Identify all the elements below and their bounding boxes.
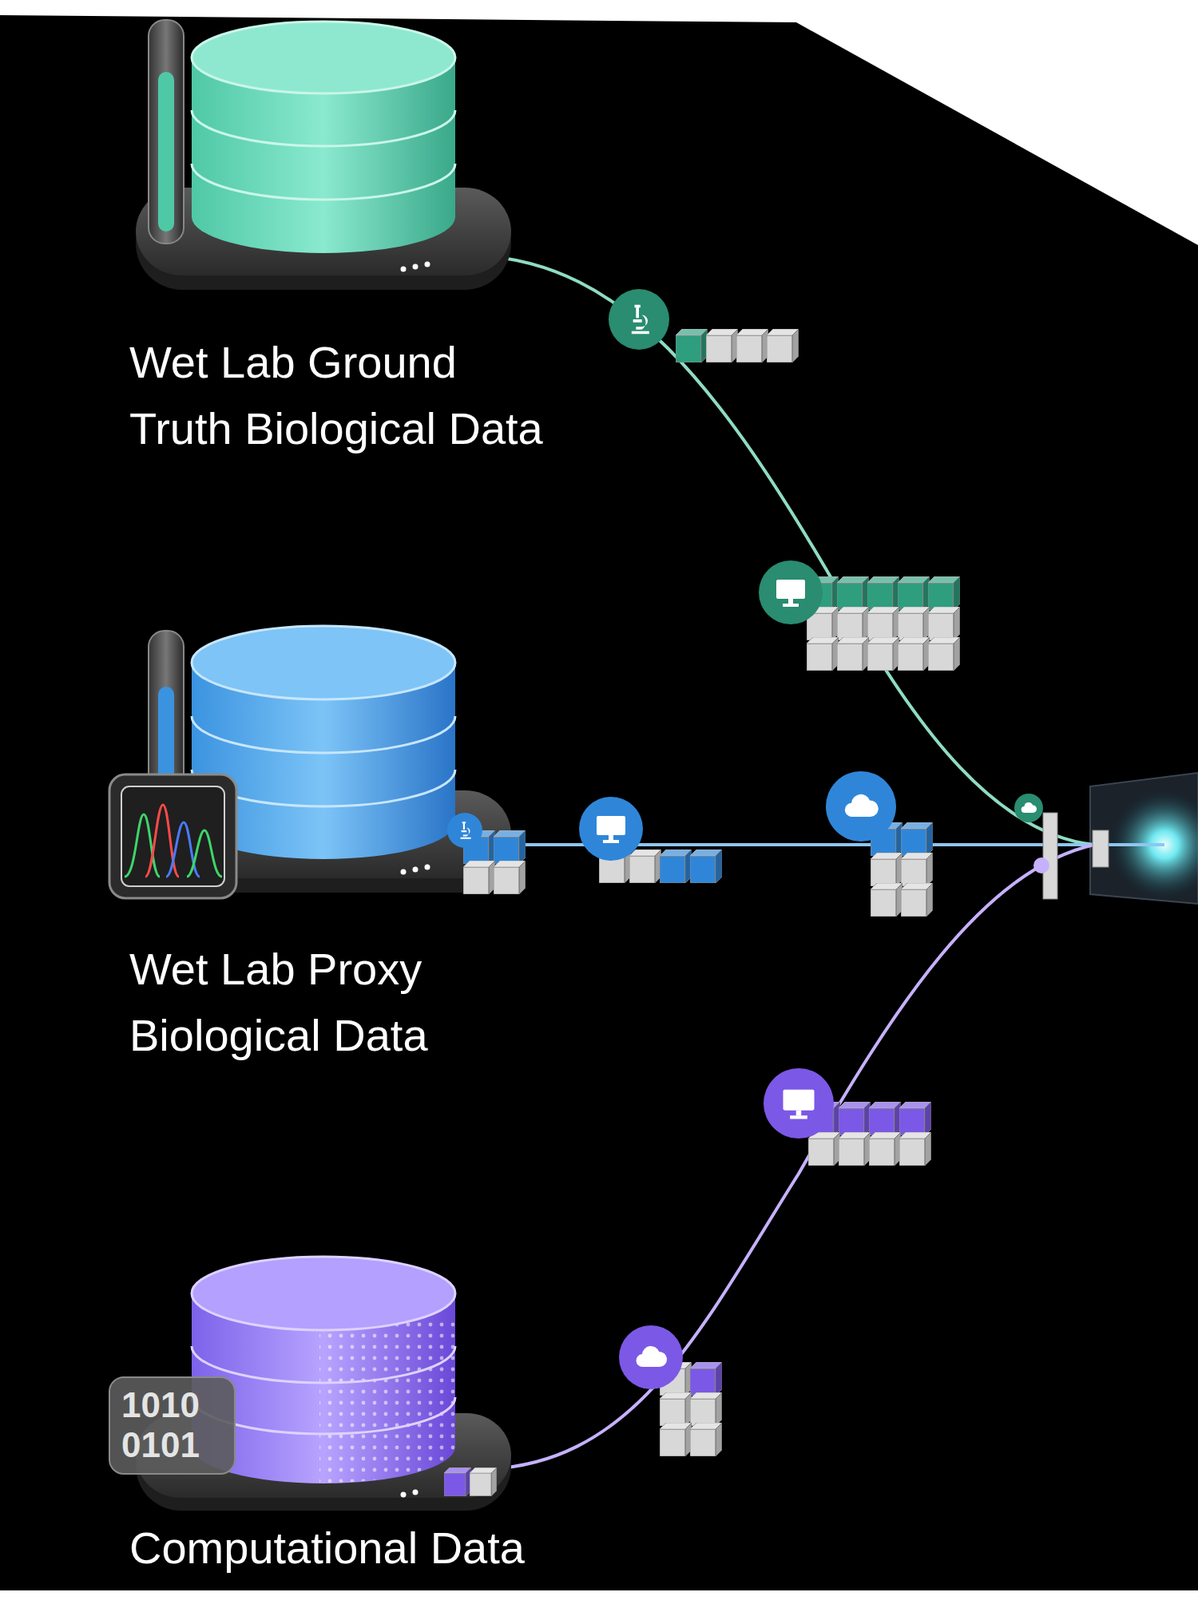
label-text: Computational Data — [129, 1515, 689, 1582]
target-panel — [1090, 773, 1198, 905]
database-label: Computational Data — [129, 1515, 689, 1582]
purple-database — [109, 1257, 512, 1512]
purple-flow-line — [489, 844, 1095, 1470]
dark-ground — [0, 15, 1198, 1591]
teal-flow-line — [479, 255, 1095, 845]
cube-stacks — [444, 329, 1109, 1497]
label-text: Wet Lab Proxy Biological Data — [129, 936, 465, 1069]
database-label: Wet Lab Ground Truth Biological Data — [129, 329, 565, 462]
teal-database — [135, 19, 512, 290]
database-label: Wet Lab Proxy Biological Data — [129, 936, 465, 1069]
bottom-strip — [0, 1590, 1198, 1600]
step-icons — [447, 289, 1050, 1390]
blue-database — [109, 626, 512, 899]
binary-badge-text: 1010 0101 — [121, 1385, 211, 1466]
label-text: Wet Lab Ground Truth Biological Data — [129, 329, 565, 462]
blue-flow-line — [479, 843, 1165, 847]
